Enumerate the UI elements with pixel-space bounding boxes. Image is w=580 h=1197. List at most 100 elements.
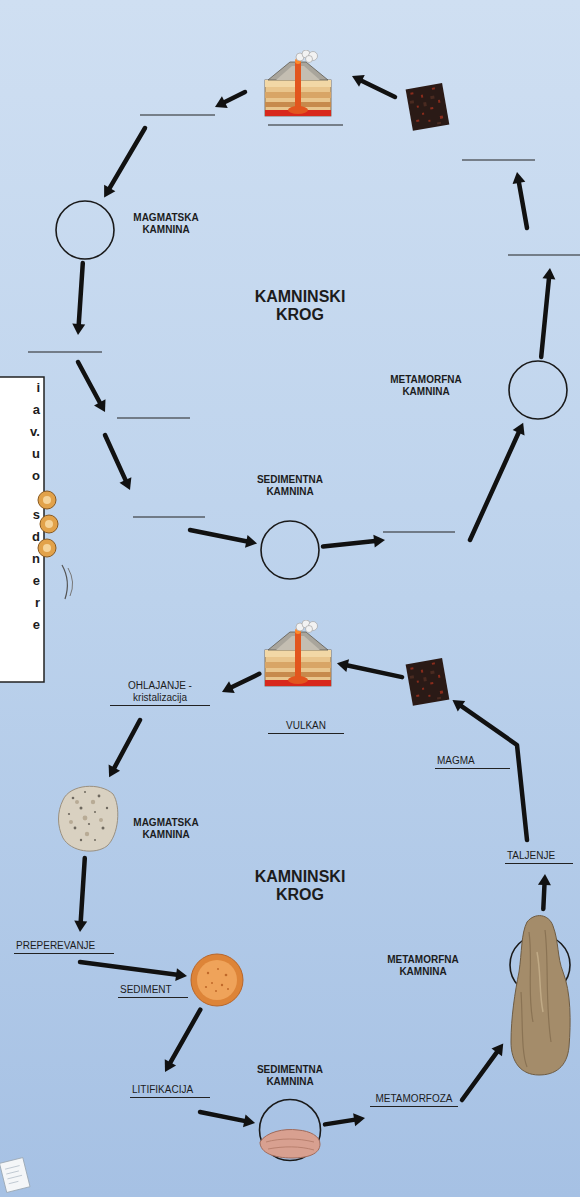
arrow-shaft xyxy=(105,435,126,481)
arrow-shaft xyxy=(81,858,85,922)
cycle-arrow xyxy=(165,1010,255,1128)
circle-outline xyxy=(260,520,320,580)
cut-text: a xyxy=(0,402,40,418)
circle-outline xyxy=(55,200,115,260)
cycle-arrow xyxy=(74,858,187,981)
arrow-shaft xyxy=(470,432,519,540)
cut-text: e xyxy=(0,573,40,589)
sediment-circle: SEDIMENT xyxy=(190,953,244,1007)
arrow-head xyxy=(175,968,187,981)
arrow-head xyxy=(109,765,120,778)
arrow-head xyxy=(353,1113,365,1126)
cut-text: u xyxy=(0,446,40,462)
node-picture xyxy=(405,655,450,710)
node-picture xyxy=(190,953,244,1007)
arrow-shaft xyxy=(170,1010,200,1064)
arrow-shaft xyxy=(519,182,527,228)
arrow-head xyxy=(373,535,385,548)
arrow-shaft xyxy=(325,1120,355,1125)
cut-text: n xyxy=(0,551,40,567)
node-picture xyxy=(55,780,120,855)
process-label: METAMORFOZA xyxy=(370,1093,458,1107)
arrow-head xyxy=(513,423,525,436)
arrow-shaft xyxy=(78,362,100,403)
node-label: METAMORFNA KAMNINA xyxy=(375,954,471,978)
process-label: OHLAJANJE - kristalizacija xyxy=(110,680,210,706)
bead-string xyxy=(38,491,73,599)
rock-circle: SEDIMENTNA KAMNINA xyxy=(260,520,320,580)
arrow-head xyxy=(491,1044,503,1057)
paper-icon xyxy=(0,1158,30,1193)
node-picture xyxy=(505,912,573,1077)
cut-text: v. xyxy=(0,424,40,440)
node-label: SEDIMENT xyxy=(118,984,188,998)
arrow-shaft xyxy=(79,263,83,325)
node-label: METAMORFNA KAMNINA xyxy=(378,374,474,398)
cut-text: d xyxy=(0,529,40,545)
circle-outline xyxy=(508,360,568,420)
metamorphic-rock: METAMORFNA KAMNINA xyxy=(505,912,573,1077)
node-label: SEDIMENTNA KAMNINA xyxy=(243,474,337,498)
magma-node: MAGMA xyxy=(405,655,450,710)
node-label: MAGMATSKA KAMNINA xyxy=(125,817,207,841)
arrow-head xyxy=(513,172,526,184)
volcano-node: VULKAN xyxy=(262,620,334,690)
arrow-head xyxy=(165,1059,176,1072)
arrow-shaft xyxy=(231,674,259,688)
node-label: SEDIMENTNA KAMNINA xyxy=(243,1064,337,1088)
arrow-head xyxy=(74,921,87,932)
cycle-arrow xyxy=(325,1044,503,1127)
cycle-arrow xyxy=(109,674,260,778)
arrow-shaft xyxy=(543,884,544,909)
arrow-head xyxy=(215,96,228,108)
process-label: LITIFIKACIJA xyxy=(130,1084,210,1098)
process-label: TALJENJE xyxy=(505,850,573,864)
arrow-head xyxy=(538,874,551,885)
volcano-picture xyxy=(265,50,331,116)
note-card xyxy=(0,377,44,682)
arrow-shaft xyxy=(461,706,527,840)
arrow-shaft xyxy=(109,128,145,189)
arrow-shaft xyxy=(200,1112,245,1121)
cycle-arrow xyxy=(337,659,402,677)
arrow-head xyxy=(104,185,115,198)
arrow-head xyxy=(542,268,555,280)
cut-text: r xyxy=(0,595,40,611)
arrow-head xyxy=(352,75,365,87)
arrow-shaft xyxy=(114,720,140,769)
arrow-shaft xyxy=(323,541,375,547)
arrow-shaft xyxy=(224,92,245,103)
arrow-head xyxy=(72,324,85,335)
cycle-arrow xyxy=(323,423,525,548)
blank-lines xyxy=(28,115,580,532)
cycle-title: KAMNINSKI KROG xyxy=(240,868,360,904)
sedimentary-rock: SEDIMENTNA KAMNINA xyxy=(258,1098,322,1162)
magma-picture xyxy=(406,83,450,131)
arrow-shaft xyxy=(361,80,395,97)
arrow-shaft xyxy=(80,962,177,975)
node-picture xyxy=(258,1098,322,1162)
cycle-title: KAMNINSKI KROG xyxy=(240,288,360,324)
arrow-head xyxy=(222,681,235,693)
node-label: MAGMATSKA KAMNINA xyxy=(125,212,207,236)
cycle-arrow xyxy=(72,263,257,548)
igneous-rock: MAGMATSKA KAMNINA xyxy=(55,780,120,855)
arrow-head xyxy=(337,659,349,672)
arrow-shaft xyxy=(541,278,549,357)
arrow-head xyxy=(120,477,132,490)
cut-text: e xyxy=(0,617,40,633)
arrow-head xyxy=(245,535,257,548)
cut-text: o xyxy=(0,468,40,484)
rock-circle: MAGMATSKA KAMNINA xyxy=(55,200,115,260)
rock-circle: METAMORFNA KAMNINA xyxy=(508,360,568,420)
arrow-head xyxy=(452,700,465,712)
arrow-shaft xyxy=(190,530,247,542)
cut-text: s xyxy=(0,507,40,523)
node-label: MAGMA xyxy=(435,755,510,769)
arrow-head xyxy=(94,399,105,412)
cut-text: i xyxy=(0,380,40,396)
cycle-arrow xyxy=(452,700,550,909)
